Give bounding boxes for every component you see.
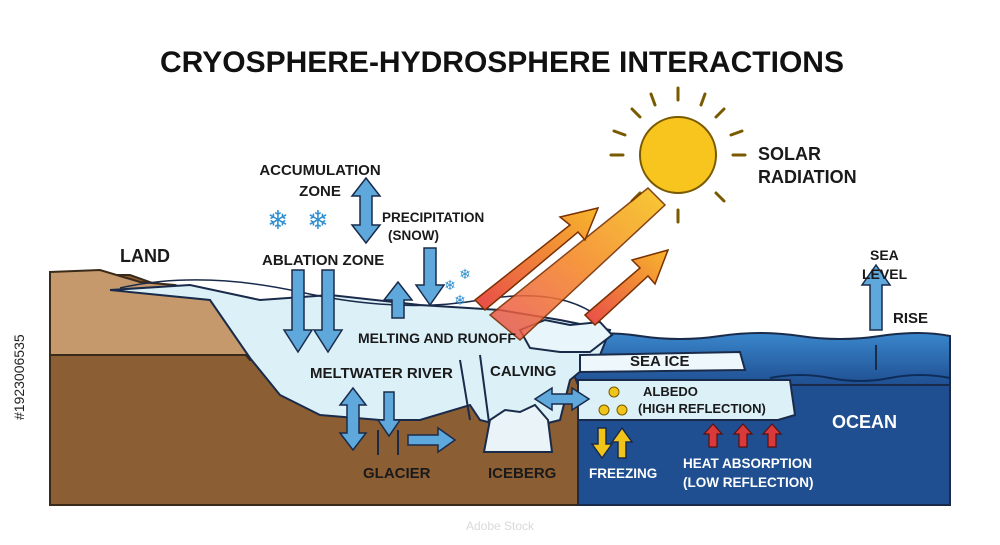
label-accumulation-2: ZONE	[299, 183, 341, 200]
calving-front	[518, 318, 614, 353]
label-accumulation-1: ACCUMULATION	[259, 162, 380, 179]
meltwater-double-arrow	[338, 386, 368, 452]
sea-ice-slab	[579, 350, 747, 374]
snowflake-icon: ❄ ❄ ❄ ❄ ❄	[267, 206, 471, 309]
ablation-down-arrows	[282, 269, 344, 354]
label-sea-level-2: LEVEL	[862, 266, 908, 282]
sea-level-rise-arrow	[860, 263, 892, 331]
label-meltwater-river: MELTWATER RIVER	[310, 365, 453, 382]
label-land: LAND	[120, 246, 170, 266]
iceberg-shape	[482, 403, 554, 453]
label-heat-2: (LOW REFLECTION)	[683, 475, 813, 490]
glacier-drain-arrow	[376, 391, 402, 438]
stock-id: #1923006535	[11, 334, 27, 420]
svg-text:❄: ❄	[459, 267, 471, 283]
label-rise: RISE	[893, 310, 928, 327]
svg-text:❄: ❄	[454, 293, 466, 309]
label-solar-2: RADIATION	[758, 167, 857, 187]
sea-ice-underside	[577, 379, 797, 421]
label-precipitation-1: PRECIPITATION	[382, 210, 484, 225]
calving-double-arrow	[533, 386, 591, 412]
precipitation-arrow	[414, 247, 446, 307]
runoff-right-arrow	[407, 426, 457, 454]
label-glacier: GLACIER	[363, 465, 431, 482]
label-albedo-1: ALBEDO	[643, 384, 698, 399]
label-solar-1: SOLAR	[758, 144, 821, 164]
label-ablation-zone: ABLATION ZONE	[262, 252, 384, 269]
stock-watermark: Adobe Stock	[466, 519, 535, 533]
svg-text:❄: ❄	[307, 206, 329, 236]
label-precipitation-2: (SNOW)	[388, 228, 439, 243]
freezing-arrows	[590, 426, 634, 460]
melt-up-arrow	[382, 280, 414, 319]
label-heat-1: HEAT ABSORPTION	[683, 456, 812, 471]
label-albedo-2: (HIGH REFLECTION)	[638, 401, 766, 416]
label-sea-ice: SEA ICE	[630, 353, 689, 370]
diagram-title: CRYOSPHERE-HYDROSPHERE INTERACTIONS	[160, 46, 844, 79]
albedo-particles	[598, 386, 628, 416]
solar-radiation-beam	[488, 186, 667, 341]
glacier-crevasse-2	[479, 354, 491, 431]
label-sea-level-1: SEA	[870, 247, 899, 263]
label-ocean: OCEAN	[832, 412, 897, 432]
sun-icon	[609, 86, 747, 224]
svg-text:❄: ❄	[267, 206, 289, 236]
label-freezing: FREEZING	[589, 466, 657, 481]
label-melting-runoff: MELTING AND RUNOFF	[358, 330, 516, 346]
label-calving: CALVING	[490, 363, 556, 380]
accumulation-double-arrow	[350, 176, 382, 245]
glacier-crevasse-1	[459, 359, 471, 421]
label-iceberg: ICEBERG	[488, 465, 556, 482]
ocean-wave	[769, 374, 951, 382]
reflected-radiation-arrow-1	[473, 206, 600, 312]
reflected-radiation-arrow-2	[583, 248, 670, 327]
svg-text:❄: ❄	[444, 278, 456, 294]
heat-absorption-arrows	[702, 423, 783, 448]
